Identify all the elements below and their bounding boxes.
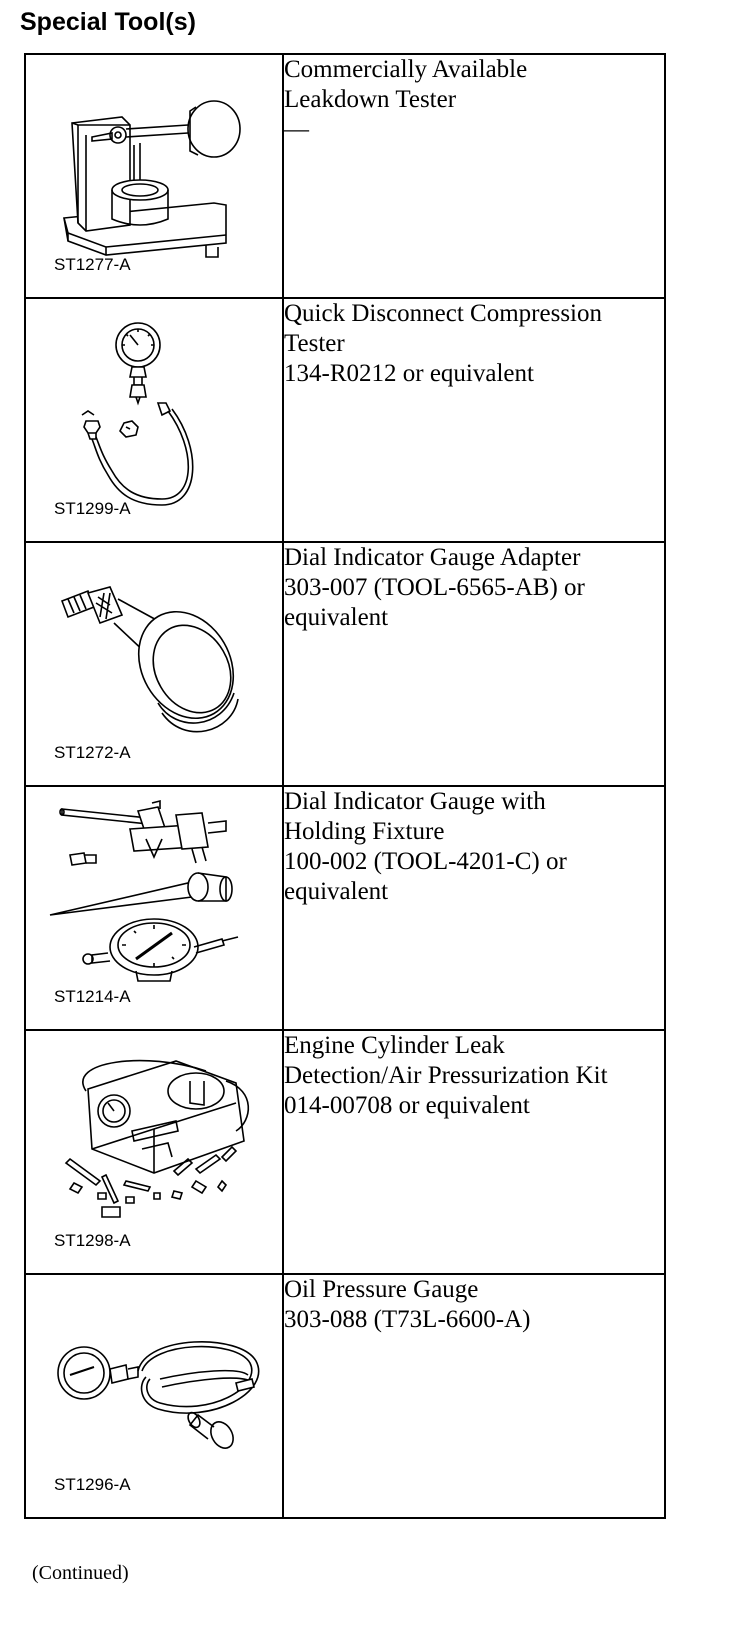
page-title: Special Tool(s): [20, 8, 196, 36]
tool-description: Engine Cylinder Leak Detection/Air Press…: [282, 1029, 666, 1275]
tool-name-line: Engine Cylinder Leak: [284, 1032, 505, 1059]
tool-illustration-cell: ST1277-A: [24, 53, 284, 299]
tool-name-line: Leakdown Tester: [284, 86, 457, 113]
tool-description: Commercially Available Leakdown Tester —: [282, 53, 666, 299]
tool-code: ST1299-A: [54, 499, 131, 518]
tool-code: ST1277-A: [54, 255, 131, 274]
tool-description: Oil Pressure Gauge 303-088 (T73L-6600-A): [282, 1273, 666, 1519]
leakdown-tester-icon: [26, 55, 282, 297]
special-tools-table: ST1277-A Commercially Available Leakdown…: [24, 53, 666, 1519]
tool-row: ST1299-A Quick Disconnect Compression Te…: [24, 297, 666, 543]
tool-number-line: 134-R0212 or equivalent: [284, 360, 534, 387]
tool-name-line: Quick Disconnect Compression: [284, 300, 603, 327]
tool-illustration-cell: ST1272-A: [24, 541, 284, 787]
tool-number-line: 303-007 (TOOL-6565-AB) or: [284, 574, 585, 601]
tool-name-line: Holding Fixture: [284, 818, 445, 845]
tool-name-line: Dial Indicator Gauge with: [284, 788, 546, 815]
dial-indicator-fixture-icon: [26, 787, 282, 1029]
tool-code: ST1298-A: [54, 1231, 131, 1250]
tool-description: Quick Disconnect Compression Tester 134-…: [282, 297, 666, 543]
tool-number-line: 303-088 (T73L-6600-A): [284, 1306, 531, 1333]
tool-illustration-cell: ST1299-A: [24, 297, 284, 543]
gauge-adapter-icon: [26, 543, 282, 785]
compression-tester-icon: [26, 299, 282, 541]
tool-number-line: 100-002 (TOOL-4201-C) or: [284, 848, 567, 875]
tool-code: ST1214-A: [54, 987, 131, 1006]
tool-number-line: equivalent: [284, 878, 389, 905]
oil-pressure-gauge-icon: [26, 1275, 282, 1517]
tool-number-line: 014-00708 or equivalent: [284, 1092, 530, 1119]
tool-description: Dial Indicator Gauge Adapter 303-007 (TO…: [282, 541, 666, 787]
tool-name-line: Commercially Available: [284, 56, 528, 83]
tool-number-line: —: [284, 116, 309, 143]
tool-illustration-cell: ST1214-A: [24, 785, 284, 1031]
tool-row: ST1296-A Oil Pressure Gauge 303-088 (T73…: [24, 1273, 666, 1519]
tool-code: ST1296-A: [54, 1475, 131, 1494]
tool-row: ST1272-A Dial Indicator Gauge Adapter 30…: [24, 541, 666, 787]
tool-row: ST1277-A Commercially Available Leakdown…: [24, 53, 666, 299]
tool-name-line: Oil Pressure Gauge: [284, 1276, 479, 1303]
tool-description: Dial Indicator Gauge with Holding Fixtur…: [282, 785, 666, 1031]
tool-code: ST1272-A: [54, 743, 131, 762]
tool-row: ST1298-A Engine Cylinder Leak Detection/…: [24, 1029, 666, 1275]
tool-name-line: Dial Indicator Gauge Adapter: [284, 544, 581, 571]
continued-note: (Continued): [32, 1562, 129, 1584]
tool-name-line: Detection/Air Pressurization Kit: [284, 1062, 608, 1089]
tool-illustration-cell: ST1298-A: [24, 1029, 284, 1275]
tool-name-line: Tester: [284, 330, 345, 357]
tool-number-line: equivalent: [284, 604, 389, 631]
tool-row: ST1214-A Dial Indicator Gauge with Holdi…: [24, 785, 666, 1031]
leak-detection-kit-icon: [26, 1031, 282, 1273]
tool-illustration-cell: ST1296-A: [24, 1273, 284, 1519]
